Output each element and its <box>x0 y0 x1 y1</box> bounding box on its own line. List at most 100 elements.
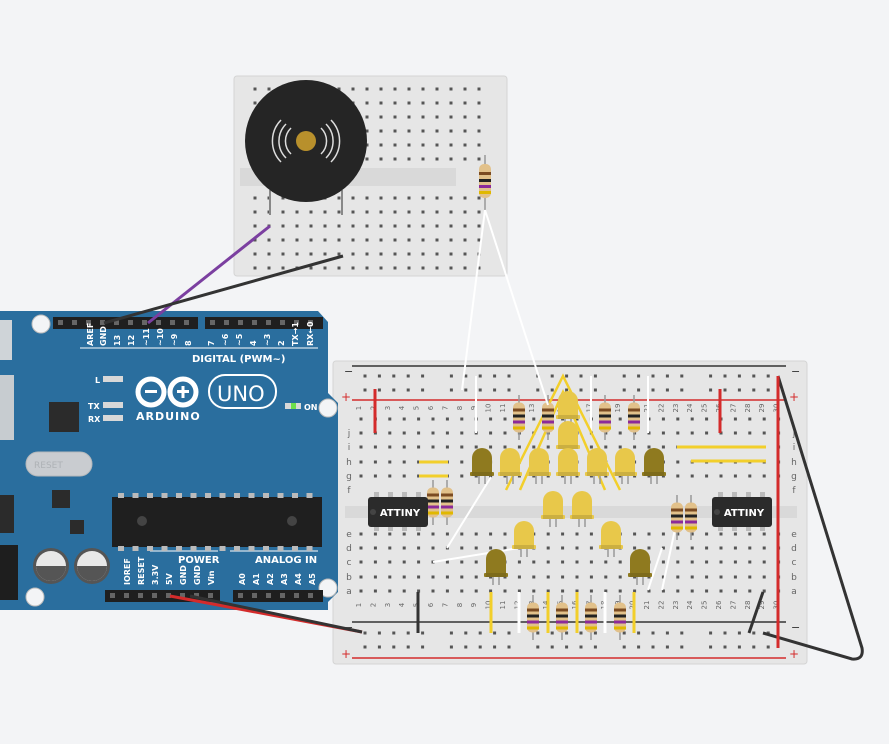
resistor[interactable] <box>441 480 453 525</box>
uno-label: UNO <box>217 382 265 406</box>
row-letter: e <box>346 530 352 540</box>
mount-hole <box>25 587 45 607</box>
column-number: 26 <box>715 600 723 609</box>
led[interactable] <box>556 391 580 427</box>
led[interactable] <box>599 521 623 557</box>
digital-pin-label: ~10 <box>156 328 165 346</box>
column-number: 11 <box>499 404 507 413</box>
atmega-chip <box>112 493 322 551</box>
digital-pin-label: TX→1 <box>291 322 300 346</box>
black-wire[interactable] <box>762 375 864 661</box>
power-pin-label: IOREF <box>123 558 132 585</box>
row-letter: d <box>791 544 797 554</box>
attiny-chip[interactable]: ATTINY <box>368 492 428 531</box>
digital-pin-label: ~11 <box>142 328 151 346</box>
resistor[interactable] <box>585 595 597 640</box>
column-number: 27 <box>729 404 737 413</box>
attiny-label: ATTINY <box>380 508 421 519</box>
resistor[interactable] <box>685 495 697 540</box>
resistor[interactable] <box>556 595 568 640</box>
led[interactable] <box>613 448 637 484</box>
column-number: 19 <box>614 404 622 413</box>
column-number: 1 <box>355 603 363 607</box>
mount-hole <box>318 398 338 418</box>
led-l-label: L <box>95 376 100 385</box>
white-wire[interactable] <box>647 547 663 591</box>
led[interactable] <box>484 549 508 585</box>
arduino-brand: ARDUINO <box>136 410 201 423</box>
column-number: 10 <box>485 601 493 610</box>
digital-pin-label: 8 <box>184 340 193 346</box>
led[interactable] <box>642 448 666 484</box>
led[interactable] <box>556 448 580 484</box>
row-letter: f <box>347 486 351 496</box>
led[interactable] <box>527 448 551 484</box>
rail-minus-label: − <box>344 365 353 378</box>
black-jumper[interactable] <box>747 591 765 634</box>
led-rx <box>103 415 123 421</box>
small-chip <box>70 520 84 534</box>
led[interactable] <box>470 448 494 484</box>
black-wire[interactable] <box>103 254 344 325</box>
column-number: 8 <box>456 603 464 607</box>
usb-connector <box>0 375 14 440</box>
purple-wire[interactable] <box>147 224 271 325</box>
black-wire[interactable] <box>189 594 363 634</box>
led[interactable] <box>570 491 594 527</box>
digital-header-label: DIGITAL (PWM~) <box>192 354 285 365</box>
row-letter: i <box>348 443 351 453</box>
row-letter: c <box>347 558 352 568</box>
long-wires[interactable] <box>103 209 864 661</box>
column-number: 29 <box>758 404 766 413</box>
resistor[interactable] <box>628 395 640 440</box>
row-letter: j <box>347 429 351 439</box>
power-jack <box>0 545 18 600</box>
reset-button[interactable] <box>25 451 93 477</box>
power-pin-label: GND <box>179 565 188 585</box>
capacitor <box>74 548 110 584</box>
column-number: 6 <box>427 602 435 607</box>
white-wire[interactable] <box>432 547 520 563</box>
power-pin-label: Vin <box>207 570 216 585</box>
led-on-green <box>291 403 296 409</box>
column-number: 4 <box>398 602 406 607</box>
led[interactable] <box>512 521 536 557</box>
led[interactable] <box>585 448 609 484</box>
resistor[interactable] <box>479 155 491 210</box>
power-pin-label: 3.3V <box>151 564 160 585</box>
digital-header-right[interactable] <box>205 317 323 329</box>
rail-plus-label: + <box>789 390 799 404</box>
piezo-buzzer[interactable] <box>245 80 367 215</box>
white-wire[interactable] <box>461 209 486 391</box>
components[interactable]: ATTINY ATTINY <box>368 391 772 640</box>
white-wire[interactable] <box>484 209 549 406</box>
rail-plus-label: + <box>341 647 351 661</box>
resistor[interactable] <box>513 395 525 440</box>
row-letter: f <box>792 486 796 496</box>
small-breadboard[interactable] <box>233 75 508 277</box>
digital-pin-label: 7 <box>207 340 216 346</box>
led-tx-label: TX <box>88 402 100 411</box>
infinity-logo-icon <box>135 376 199 408</box>
attiny-chip[interactable]: ATTINY <box>712 492 772 531</box>
mount-hole <box>31 314 51 334</box>
resistor[interactable] <box>427 480 439 525</box>
column-number: 8 <box>456 406 464 410</box>
white-wire[interactable] <box>446 476 492 549</box>
resistor[interactable] <box>527 595 539 640</box>
row-letter: h <box>346 458 352 468</box>
led[interactable] <box>541 491 565 527</box>
led[interactable] <box>498 448 522 484</box>
digital-pin-label: ~3 <box>263 334 272 346</box>
row-letter: g <box>791 472 797 482</box>
resistor[interactable] <box>599 395 611 440</box>
column-number: 23 <box>672 404 680 413</box>
led[interactable] <box>628 549 652 585</box>
resistor[interactable] <box>614 595 626 640</box>
small-chip <box>52 490 70 508</box>
analog-pin-label: A1 <box>252 573 261 585</box>
column-number: 9 <box>470 603 478 607</box>
resistor[interactable] <box>671 495 683 540</box>
